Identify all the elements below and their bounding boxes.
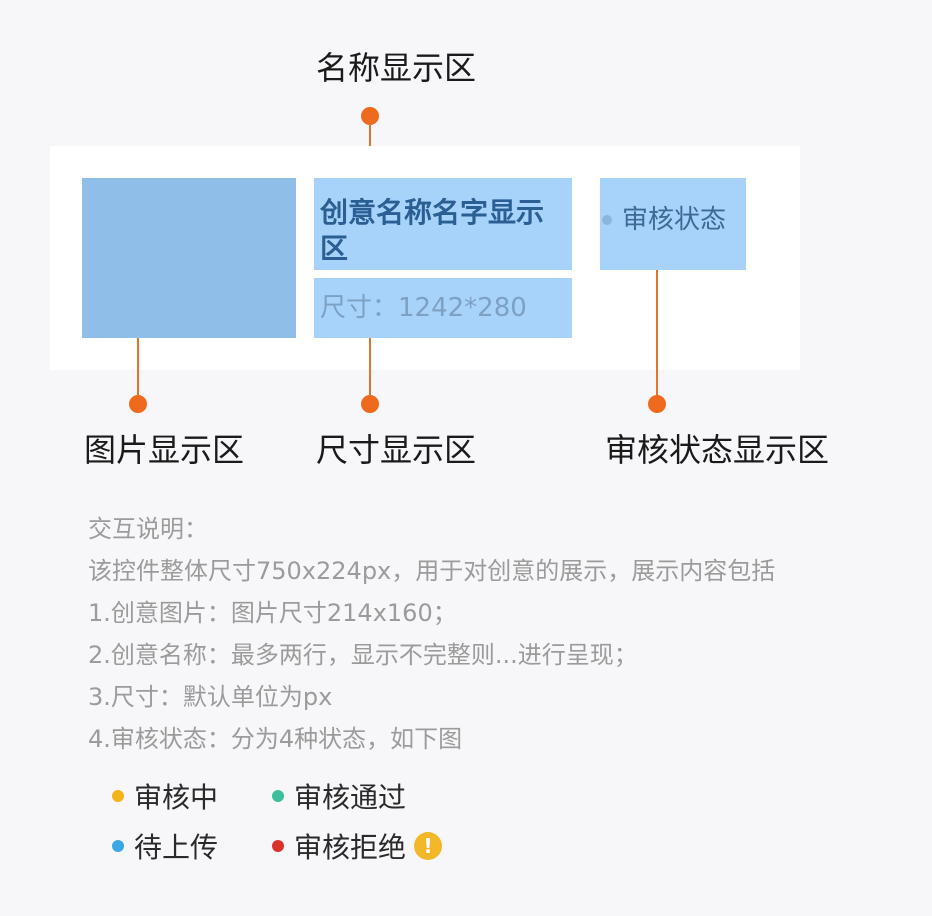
callout-size-area: 尺寸显示区 xyxy=(316,431,477,469)
legend-label: 审核拒绝 xyxy=(294,831,407,864)
status-area: 审核状态 xyxy=(600,178,746,270)
callout-image-area: 图片显示区 xyxy=(84,431,245,469)
notes-heading: 交互说明： xyxy=(88,515,208,543)
connector-dot-size xyxy=(361,395,379,413)
status-dot-icon xyxy=(602,215,612,225)
name-area: 创意名称名字显示区 xyxy=(314,178,572,270)
connector-dot-name xyxy=(361,107,379,125)
notes-line: 1.创意图片：图片尺寸214x160； xyxy=(88,599,457,627)
image-area xyxy=(82,178,296,338)
notes-line: 2.创意名称：最多两行，显示不完整则...进行呈现； xyxy=(88,641,638,669)
legend-reviewing: 审核中 xyxy=(112,776,218,816)
notes-line: 该控件整体尺寸750x224px，用于对创意的展示，展示内容包括 xyxy=(88,557,776,585)
legend-pending-upload: 待上传 xyxy=(112,826,218,866)
callout-status-area: 审核状态显示区 xyxy=(605,431,830,469)
connector-dot-status xyxy=(648,395,666,413)
warning-icon[interactable]: ! xyxy=(414,832,443,860)
legend-label: 待上传 xyxy=(134,831,219,864)
legend-approved: 审核通过 xyxy=(272,776,406,816)
interaction-notes: 交互说明： 该控件整体尺寸750x224px，用于对创意的展示，展示内容包括 1… xyxy=(88,508,775,760)
notes-line: 3.尺寸：默认单位为px xyxy=(88,683,333,711)
notes-line: 4.审核状态：分为4种状态，如下图 xyxy=(88,725,463,753)
legend-label: 审核中 xyxy=(134,781,219,814)
reviewing-dot-icon xyxy=(112,790,124,802)
callout-name-area: 名称显示区 xyxy=(316,49,477,87)
connector-dot-image xyxy=(129,395,147,413)
size-area: 尺寸：1242*280 xyxy=(314,278,572,338)
legend-rejected: 审核拒绝 ! xyxy=(272,826,443,866)
creative-size: 尺寸：1242*280 xyxy=(320,293,527,323)
connector-line-status xyxy=(656,270,658,398)
pending-upload-dot-icon xyxy=(112,840,124,852)
creative-name: 创意名称名字显示区 xyxy=(320,196,545,265)
connector-line-size xyxy=(369,338,371,398)
rejected-dot-icon xyxy=(272,840,284,852)
connector-line-image xyxy=(137,338,139,398)
legend-label: 审核通过 xyxy=(294,781,407,814)
approved-dot-icon xyxy=(272,790,284,802)
status-text: 审核状态 xyxy=(622,205,727,235)
